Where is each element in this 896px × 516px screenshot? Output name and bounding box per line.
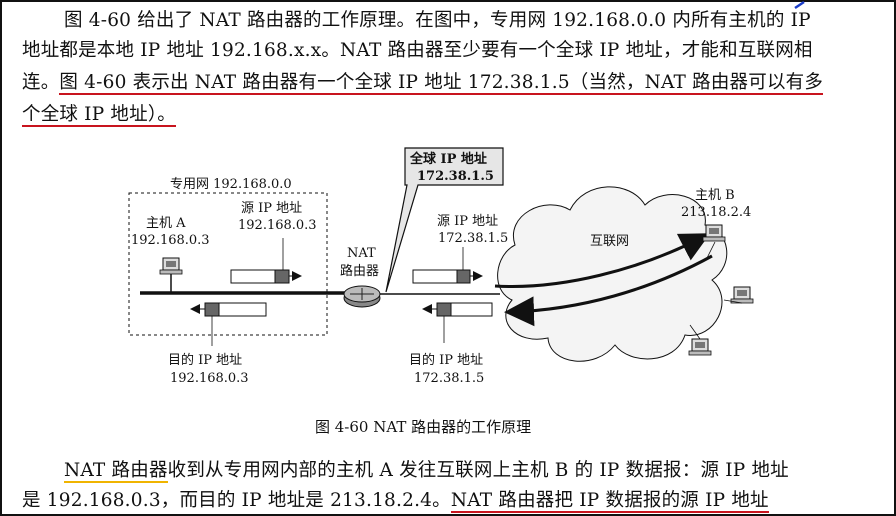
nat-router-label-2: 路由器 — [340, 263, 379, 279]
paragraph-1-line-3-start: 连。 — [22, 72, 60, 93]
paragraph-2-line-2-start: 是 192.168.0.3，而目的 IP 地址是 213.18.2.4。 — [22, 490, 451, 511]
internet-host-computer-icon — [688, 338, 712, 356]
host-b-computer-icon — [702, 224, 726, 242]
host-a-label: 主机 A — [146, 216, 186, 231]
internet-host-computer-icon — [730, 286, 754, 304]
paragraph-1-line-2: 地址都是本地 IP 地址 192.168.x.x。NAT 路由器至少要有一个全球… — [22, 40, 813, 61]
private-network-label: 专用网 192.168.0.0 — [170, 177, 292, 192]
source-ip-value-right: 172.38.1.5 — [438, 231, 508, 246]
highlight-yellow-nat-router: NAT 路由器 — [64, 460, 168, 483]
packet-incoming-public — [422, 302, 493, 317]
paragraph-1-line-3: 连。图 4-60 表示出 NAT 路由器有一个全球 IP 地址 172.38.1… — [22, 68, 824, 95]
paragraph-2-line-1: NAT 路由器收到从专用网内部的主机 A 发往互联网上主机 B 的 IP 数据报… — [64, 456, 789, 483]
global-ip-callout-label: 全球 IP 地址 — [409, 151, 487, 167]
highlight-red-global-ip: 图 4-60 表示出 NAT 路由器有一个全球 IP 地址 172.38.1.5… — [59, 72, 824, 95]
source-ip-value-left: 192.168.0.3 — [238, 218, 317, 233]
highlight-red-nat-translation: NAT 路由器把 IP 数据报的源 IP 地址 — [450, 490, 769, 513]
highlight-red-global-ip-end: 个全球 IP 地址）。 — [22, 104, 176, 127]
figure-caption: 图 4-60 NAT 路由器的工作原理 — [315, 418, 532, 436]
packet-outgoing-private — [230, 269, 302, 284]
destination-ip-value-right: 172.38.1.5 — [414, 371, 484, 386]
global-ip-callout-value: 172.38.1.5 — [417, 169, 494, 184]
router-icon — [343, 285, 381, 308]
source-ip-label-right: 源 IP 地址 — [437, 214, 498, 229]
arrow-to-host-b — [494, 233, 711, 288]
internet-label: 互联网 — [590, 234, 629, 249]
host-a-ip: 192.168.0.3 — [131, 233, 210, 248]
internet-host-link — [689, 324, 701, 340]
nat-router-label-1: NAT — [347, 246, 376, 261]
destination-ip-label-left: 目的 IP 地址 — [168, 352, 242, 368]
host-b-link — [705, 241, 716, 261]
global-ip-callout — [385, 147, 504, 293]
paragraph-1-line-4: 个全球 IP 地址）。 — [22, 100, 176, 127]
destination-ip-value-left: 192.168.0.3 — [170, 371, 249, 386]
paragraph-2-line-2: 是 192.168.0.3，而目的 IP 地址是 213.18.2.4。NAT … — [22, 486, 769, 513]
packet-outgoing-public — [412, 269, 483, 284]
host-a-computer-icon — [159, 257, 183, 293]
host-b-ip: 213.18.2.4 — [681, 205, 751, 220]
internet-host-link — [723, 299, 743, 304]
host-b-label: 主机 B — [695, 188, 735, 203]
internet-cloud — [497, 186, 728, 362]
source-ip-label-left: 源 IP 地址 — [241, 201, 302, 216]
blue-pen-mark — [794, 0, 805, 10]
arrow-from-host-b — [504, 254, 713, 327]
destination-ip-label-right: 目的 IP 地址 — [409, 352, 483, 368]
paragraph-2-line-1-rest: 收到从专用网内部的主机 A 发往互联网上主机 B 的 IP 数据报：源 IP 地… — [167, 460, 789, 481]
private-network-boundary — [128, 192, 328, 336]
packet-incoming-private — [190, 302, 267, 317]
paragraph-1-line-1: 图 4-60 给出了 NAT 路由器的工作原理。在图中，专用网 192.168.… — [64, 10, 811, 31]
